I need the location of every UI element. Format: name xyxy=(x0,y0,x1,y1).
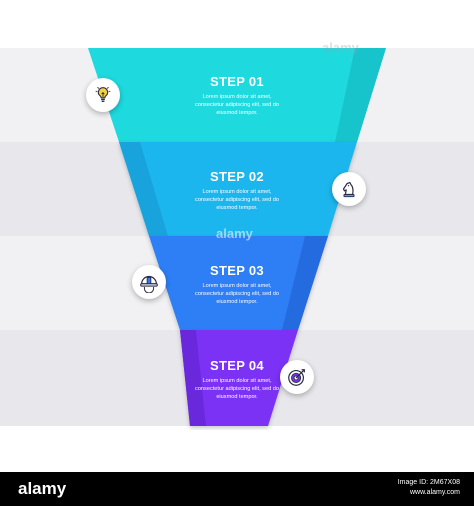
step-2-description: Lorem ipsum dolor sit amet, consectetur … xyxy=(195,189,279,211)
footer-brand-logo: alamy xyxy=(18,479,67,498)
footer-image-info: Image ID: 2M67X08 www.alamy.com xyxy=(398,478,460,498)
step-4-title: STEP 04 xyxy=(210,358,264,373)
chess-knight-icon xyxy=(342,181,355,198)
funnel-segment-3 xyxy=(149,236,328,330)
target-icon xyxy=(288,369,305,386)
funnel-shape xyxy=(88,48,386,426)
funnel-segment-1-shade xyxy=(335,48,386,142)
step-4-description: Lorem ipsum dolor sit amet, consectetur … xyxy=(195,378,279,400)
step-2: STEP 02 Lorem ipsum dolor sit amet, cons… xyxy=(178,169,296,212)
funnel-segment-4-shade xyxy=(180,330,206,426)
step-1-title: STEP 01 xyxy=(210,74,264,89)
step-3-description: Lorem ipsum dolor sit amet, consectetur … xyxy=(195,283,279,305)
watermark: alamy xyxy=(216,226,253,241)
funnel-segment-4 xyxy=(180,330,298,426)
funnel-segment-2 xyxy=(119,142,357,236)
funnel-segment-2-shade xyxy=(119,142,168,236)
step-2-icon-circle xyxy=(332,172,366,206)
step-1-description: Lorem ipsum dolor sit amet, consectetur … xyxy=(195,94,279,116)
step-4: STEP 04 Lorem ipsum dolor sit amet, cons… xyxy=(178,358,296,401)
site-url-text: www.alamy.com xyxy=(409,489,460,496)
footer-bar: alamy Image ID: 2M67X08 www.alamy.com xyxy=(0,472,474,506)
step-4-icon-circle xyxy=(280,360,314,394)
step-2-title: STEP 02 xyxy=(210,169,264,184)
hard-hat-icon xyxy=(140,275,158,293)
step-1: STEP 01 Lorem ipsum dolor sit amet, cons… xyxy=(178,74,296,117)
step-3-icon-circle xyxy=(132,265,166,299)
step-3: STEP 03 Lorem ipsum dolor sit amet, cons… xyxy=(178,263,296,306)
funnel-segment-3-shade xyxy=(282,236,328,330)
lightbulb-icon xyxy=(95,86,111,102)
step-3-title: STEP 03 xyxy=(210,263,264,278)
watermark: alamy xyxy=(322,40,359,55)
step-1-icon-circle xyxy=(86,78,120,112)
image-id-text: Image ID: 2M67X08 xyxy=(397,479,460,486)
funnel-segment-1 xyxy=(88,48,386,142)
